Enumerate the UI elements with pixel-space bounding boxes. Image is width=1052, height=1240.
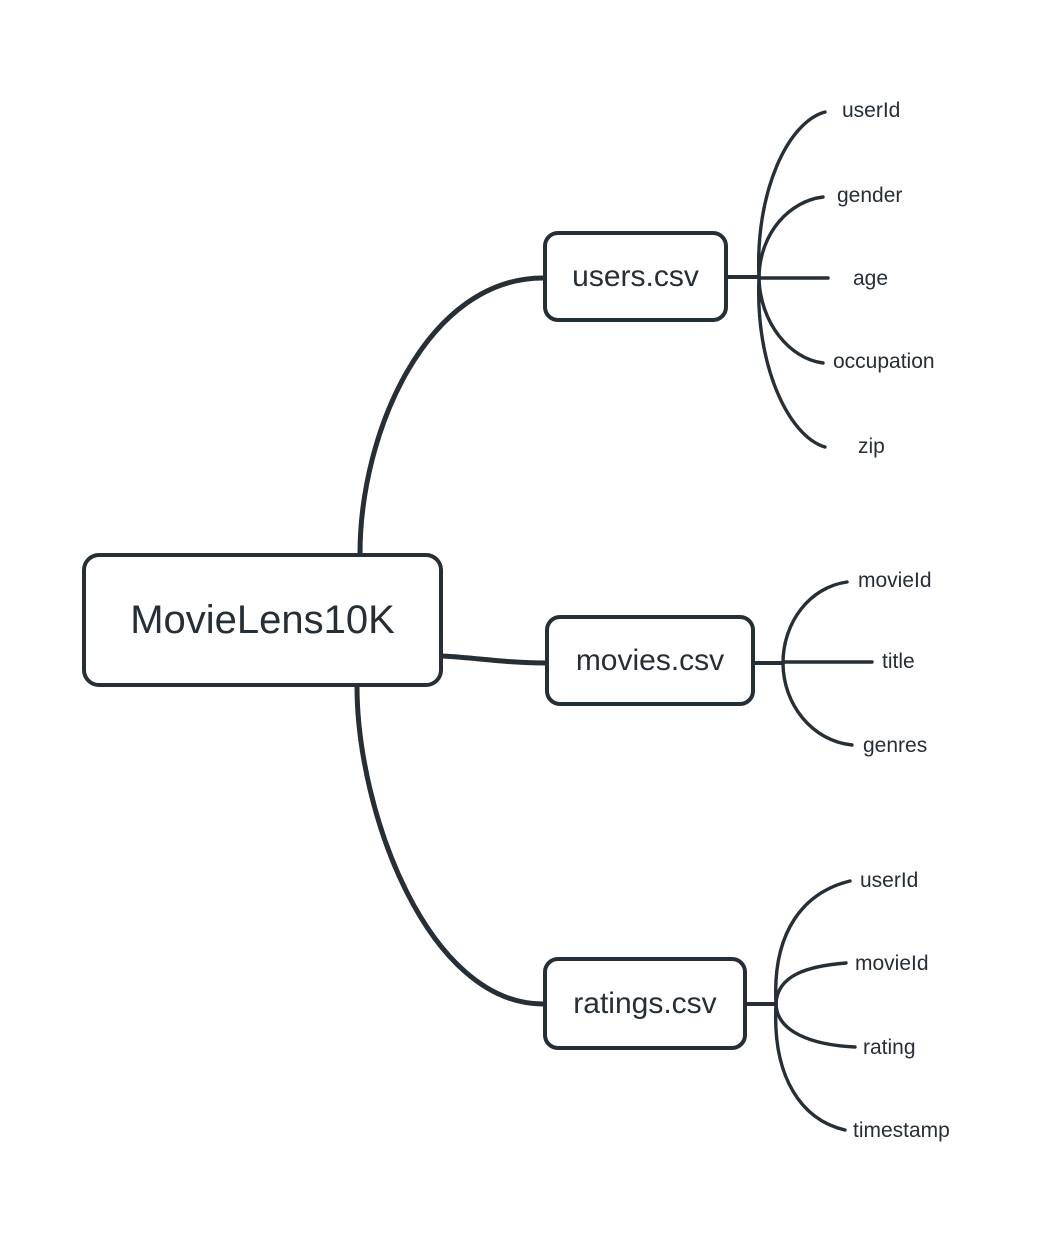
leaf-ratings-userid: userId: [860, 869, 919, 892]
node-root-label: MovieLens10K: [130, 597, 395, 642]
edge-root-movies: [440, 653, 548, 666]
node-movies-csv: movies.csv: [545, 615, 755, 706]
node-users-label: users.csv: [572, 259, 699, 293]
leaf-users-occupation: occupation: [833, 350, 935, 373]
leaf-users-age: age: [853, 267, 889, 290]
leaf-ratings-rating: rating: [863, 1036, 916, 1059]
edge-ratings-rating: [774, 1002, 857, 1049]
node-movies-label: movies.csv: [575, 643, 725, 677]
node-ratings-label: ratings.csv: [573, 986, 717, 1020]
edge-ratings-timestamp: [773, 1002, 847, 1132]
edge-root-users: [357, 275, 546, 557]
node-users-csv: users.csv: [543, 231, 728, 322]
leaf-movies-movieid: movieId: [858, 569, 932, 592]
edge-users-zip: [756, 276, 827, 449]
edge-movies-genres: [781, 661, 854, 747]
edge-users-occupation: [757, 276, 825, 365]
edge-ratings-userid: [774, 879, 852, 1006]
edge-users-gender: [757, 195, 825, 279]
edge-users-userid: [756, 110, 827, 279]
leaf-users-zip: zip: [858, 435, 885, 458]
node-ratings-csv: ratings.csv: [543, 957, 747, 1050]
leaf-ratings-movieid: movieId: [855, 952, 929, 975]
leaf-movies-title: title: [882, 650, 915, 673]
node-root-movielens10k: MovieLens10K: [82, 553, 443, 687]
edge-movies-movieid: [781, 580, 849, 665]
edge-ratings-movieid: [774, 961, 848, 1006]
leaf-users-userid: userId: [842, 99, 901, 122]
leaf-ratings-timestamp: timestamp: [853, 1119, 950, 1142]
leaf-users-gender: gender: [837, 184, 903, 207]
edge-root-ratings: [354, 683, 546, 1007]
leaf-movies-genres: genres: [863, 734, 928, 757]
